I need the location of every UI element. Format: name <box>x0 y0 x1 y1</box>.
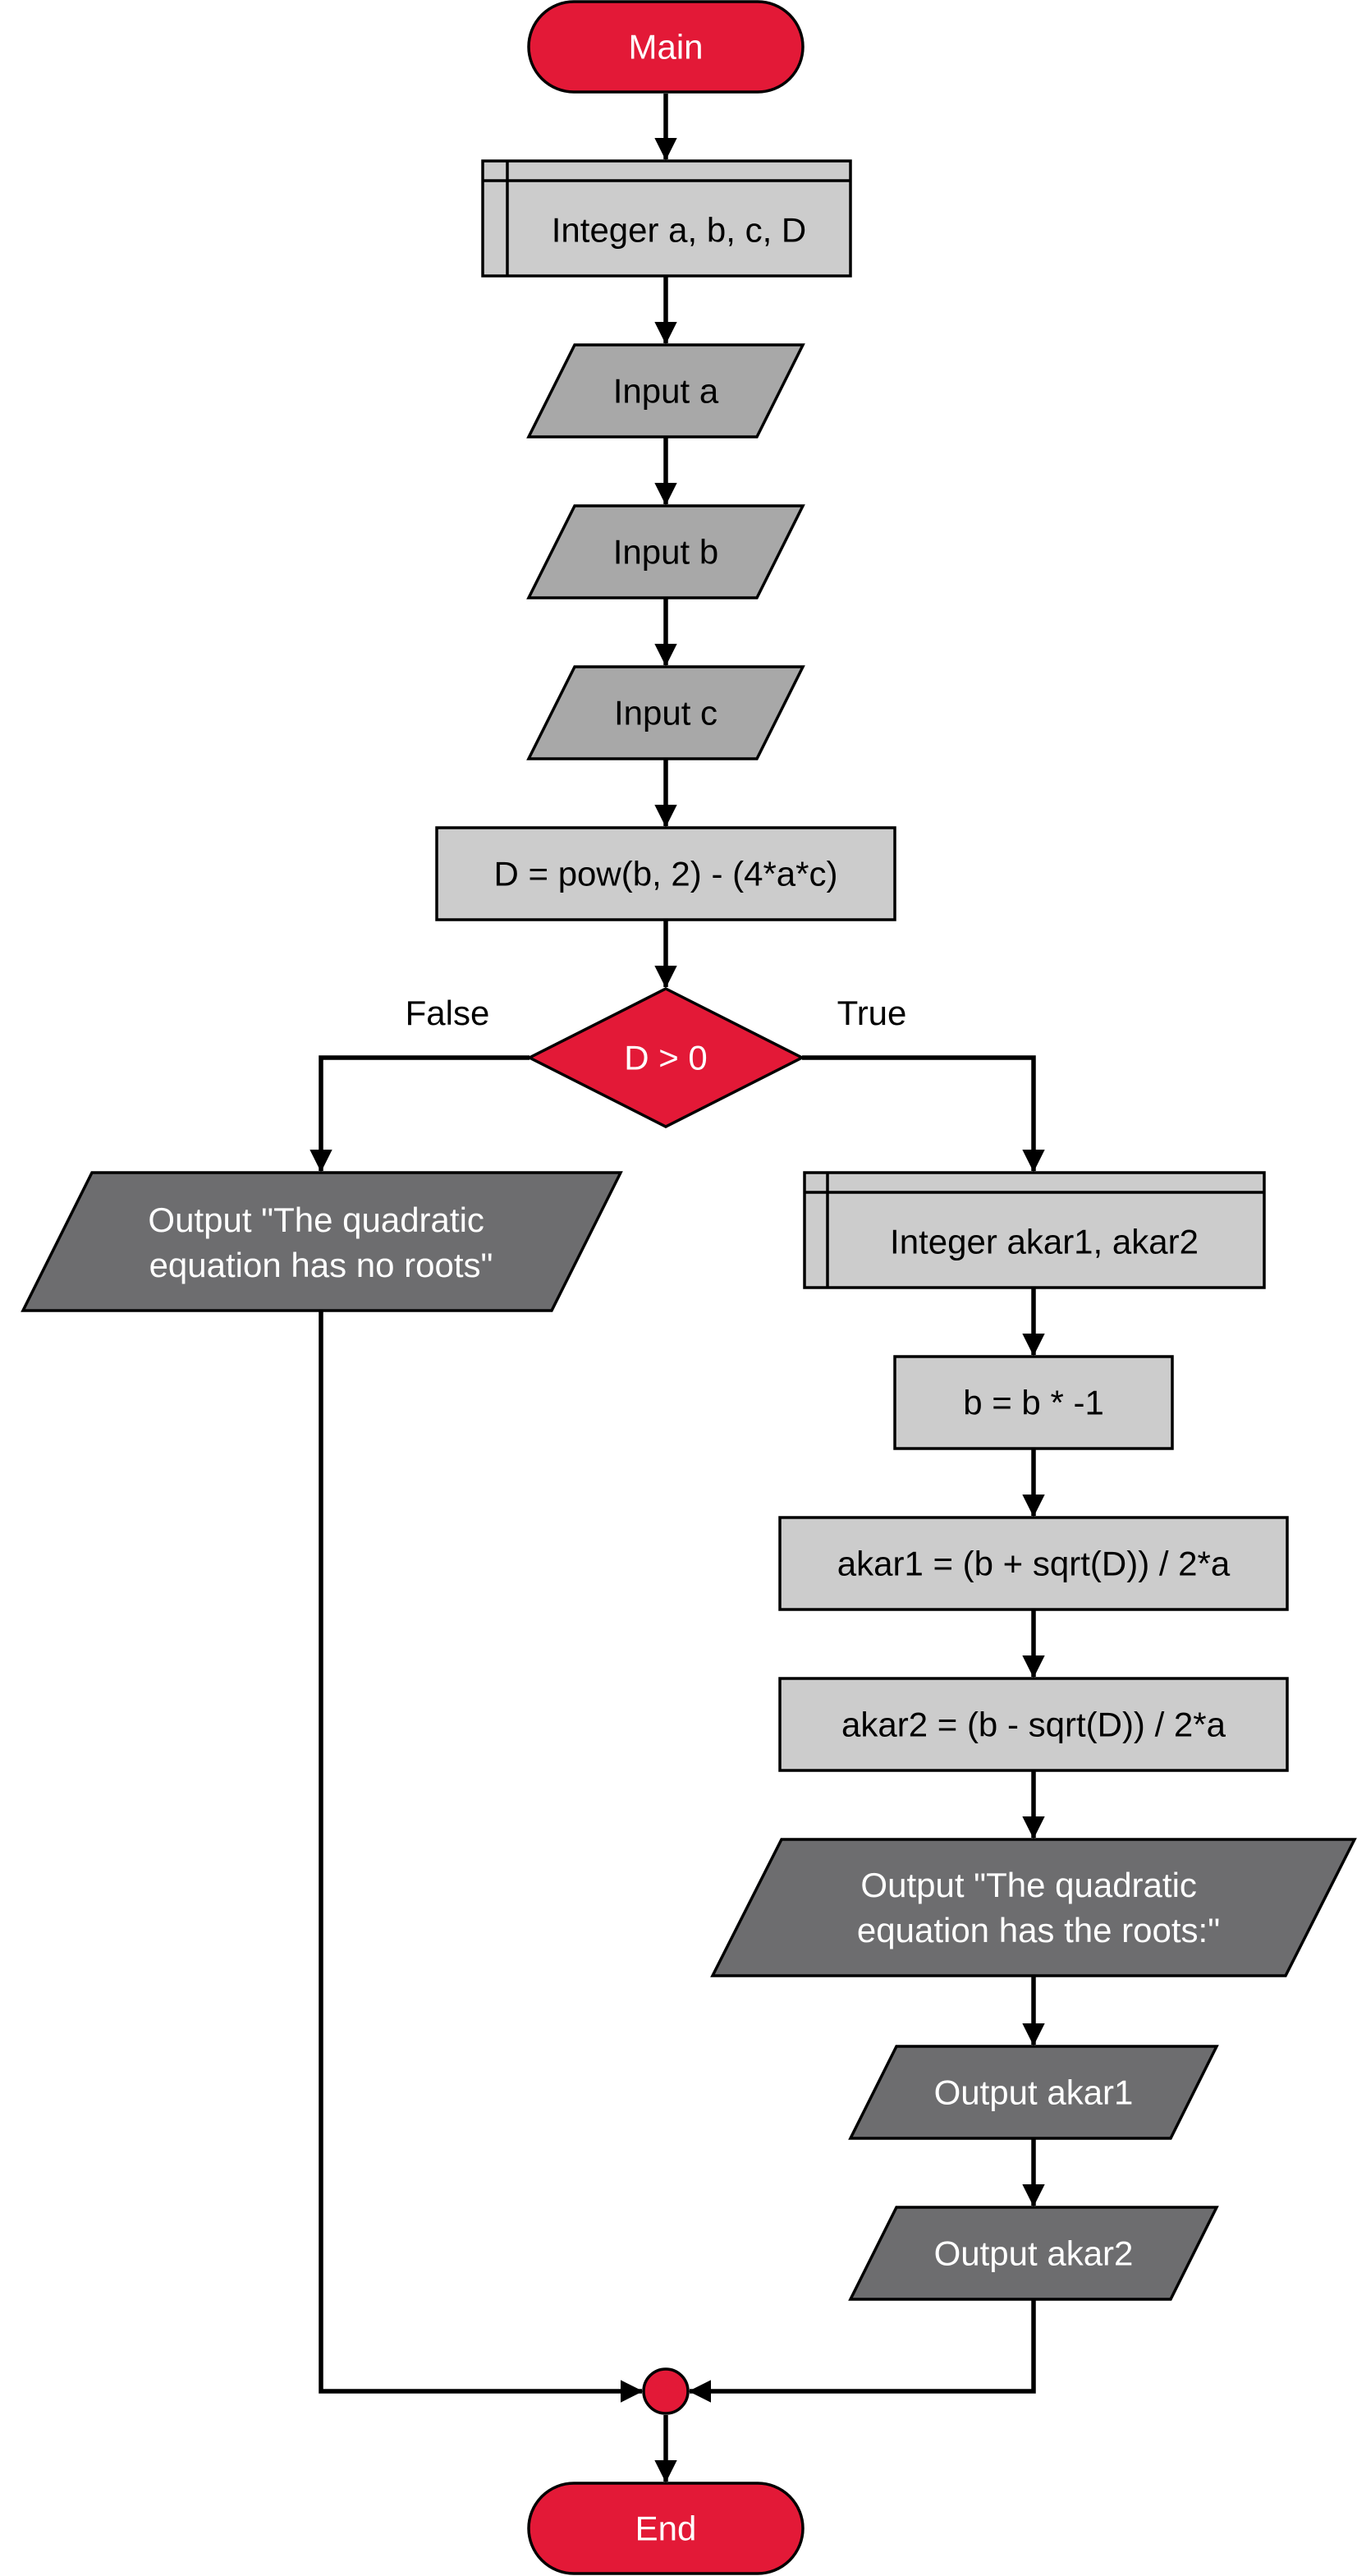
end-terminator: End <box>527 2482 805 2575</box>
output-has-roots-line-2: equation has the roots:" <box>857 1911 1220 1949</box>
output-has-roots-node: Output "The quadratic equation has the r… <box>710 1838 1357 1977</box>
edge-no-roots-to-junction <box>319 1311 644 2403</box>
main-terminator-shape <box>527 0 805 94</box>
end-terminator-label: End <box>635 2509 697 2548</box>
output-akar1-label: Output akar1 <box>934 2073 1134 2112</box>
decision-d-label: D > 0 <box>624 1039 708 1077</box>
input-b-label: Input b <box>613 533 718 572</box>
assign-akar2-shape <box>778 1677 1289 1772</box>
edge-decision-false <box>309 1055 530 1173</box>
edge-decision-true <box>802 1055 1045 1173</box>
declare-abcd-node: Integer a, b, c, D <box>481 159 852 278</box>
input-c-label: Input c <box>614 694 717 732</box>
assign-akar1-label: akar1 = (b + sqrt(D)) / 2*a <box>837 1545 1231 1583</box>
assign-d-node: D = pow(b, 2) - (4*a*c) <box>435 826 896 921</box>
input-b-node: Input b <box>526 504 805 599</box>
assign-b-shape <box>893 1355 1174 1450</box>
false-branch-label: False <box>406 994 490 1032</box>
assign-d-shape <box>435 826 896 921</box>
assign-b-node: b = b * -1 <box>893 1355 1174 1450</box>
end-terminator-shape <box>527 2482 805 2575</box>
output-has-roots-line-1: Output "The quadratic <box>860 1866 1196 1904</box>
assign-d-label: D = pow(b, 2) - (4*a*c) <box>494 855 838 893</box>
declare-abcd-label: Integer a, b, c, D <box>552 211 807 250</box>
connector-lines <box>309 94 1045 2483</box>
assign-akar2-node: akar2 = (b - sqrt(D)) / 2*a <box>778 1677 1289 1772</box>
input-c-node: Input c <box>526 665 805 760</box>
output-akar2-node: Output akar2 <box>848 2206 1219 2301</box>
assign-akar1-node: akar1 = (b + sqrt(D)) / 2*a <box>778 1516 1289 1611</box>
assign-akar1-shape <box>778 1516 1289 1611</box>
output-akar2-shape <box>848 2206 1219 2301</box>
declare-akar-node: Integer akar1, akar2 <box>803 1171 1266 1289</box>
decision-d-shape <box>526 987 805 1128</box>
input-a-node: Input a <box>526 343 805 439</box>
edge-akar2-to-junction <box>688 2299 1036 2403</box>
output-akar2-label: Output akar2 <box>934 2234 1134 2273</box>
output-no-roots-line-2: equation has no roots" <box>149 1246 493 1284</box>
main-terminator-label: Main <box>628 28 703 67</box>
input-a-label: Input a <box>613 372 719 411</box>
junction-connector <box>642 2367 690 2415</box>
input-b-shape <box>526 504 805 599</box>
output-has-roots-label: Output "The quadratic equation has the r… <box>857 1866 1220 1949</box>
output-no-roots-shape <box>21 1171 623 1312</box>
true-branch-label: True <box>837 994 907 1032</box>
output-has-roots-shape <box>710 1838 1357 1977</box>
output-no-roots-node: Output "The quadratic equation has no ro… <box>21 1171 623 1312</box>
assign-akar2-label: akar2 = (b - sqrt(D)) / 2*a <box>841 1706 1226 1744</box>
input-a-shape <box>526 343 805 439</box>
input-c-shape <box>526 665 805 760</box>
declare-akar-label: Integer akar1, akar2 <box>890 1223 1199 1261</box>
decision-d-node: D > 0 <box>526 987 805 1128</box>
output-no-roots-label: Output "The quadratic equation has no ro… <box>148 1201 493 1284</box>
main-terminator: Main <box>527 0 805 94</box>
output-no-roots-line-1: Output "The quadratic <box>148 1201 484 1239</box>
assign-b-label: b = b * -1 <box>963 1384 1104 1422</box>
output-akar1-node: Output akar1 <box>848 2045 1219 2140</box>
output-akar1-shape <box>848 2045 1219 2140</box>
